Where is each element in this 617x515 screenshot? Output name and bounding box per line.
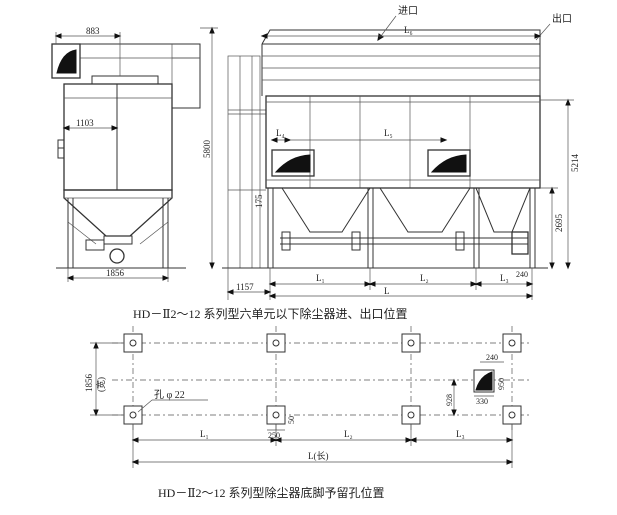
front-view: 进口 出口 L₆ L₄ L₅ 175 5214 2695 — [222, 5, 580, 300]
label-L6: L₆ — [404, 25, 413, 35]
hole-icon — [272, 339, 280, 347]
ladder — [227, 55, 261, 269]
front-inlet-2-opening-icon — [430, 154, 467, 173]
foot-plate-7 — [401, 405, 421, 425]
label-L1-bottom: L₁ — [200, 429, 209, 439]
dim-2695: 2695 — [554, 214, 564, 233]
label-L4: L₄ — [276, 128, 285, 138]
dim-1103: 1103 — [76, 118, 94, 128]
label-L-long: L(长) — [308, 450, 329, 461]
detail-opening-icon — [475, 371, 493, 391]
foundation-plan: 1856 (宽) 孔 φ 22 250 50 928 240 950 330 L… — [84, 326, 530, 468]
label-L2-top: L₂ — [420, 273, 429, 283]
foot-plate-2 — [266, 333, 286, 353]
dim-950: 950 — [497, 378, 506, 390]
label-L3-top: L₃ — [500, 273, 509, 283]
hopper-1 — [281, 187, 371, 233]
caption-bottom: HD－Ⅱ2～12 系列型除尘器底脚予留孔位置 — [158, 485, 385, 500]
side-body — [63, 83, 173, 191]
front-inlet-1-opening-icon — [274, 154, 311, 173]
hole-icon — [129, 411, 137, 419]
side-view: 883 1103 1856 5800 — [51, 26, 218, 282]
dim-175: 175 — [254, 194, 264, 208]
hole-icon — [407, 339, 415, 347]
dim-1157: 1157 — [236, 282, 254, 292]
dim-5800: 5800 — [202, 140, 212, 159]
top-cover — [261, 29, 541, 45]
dim-1856-top: 1856 — [106, 268, 125, 278]
conveyor-motor-icon — [511, 231, 529, 255]
label-L3-bottom: L₃ — [456, 429, 465, 439]
front-inlet-1 — [271, 149, 315, 177]
dim-240-detail: 240 — [486, 353, 498, 362]
hole-icon — [508, 411, 516, 419]
label-inlet: 进口 — [398, 5, 418, 17]
label-outlet: 出口 — [552, 12, 572, 25]
dim-240-top: 240 — [516, 270, 528, 279]
foot-plate-3 — [401, 333, 421, 353]
foot-plate-6 — [266, 405, 286, 425]
label-width-word: (宽) — [95, 377, 106, 392]
dim-928: 928 — [445, 394, 454, 406]
side-upper-duct — [80, 43, 201, 109]
side-discharge-wheel-icon — [109, 248, 125, 264]
dim-883: 883 — [86, 26, 100, 36]
dim-1856-width: 1856 — [84, 374, 94, 393]
label-L5: L₅ — [384, 128, 393, 138]
side-hopper — [63, 189, 173, 237]
foot-plate-5 — [123, 405, 143, 425]
caption-top: HD－Ⅱ2～12 系列型六单元以下除尘器进、出口位置 — [133, 306, 408, 321]
side-top-cap — [91, 75, 159, 84]
front-inlet-2 — [427, 149, 471, 177]
side-inlet-opening-icon — [56, 49, 77, 74]
label-L-top: L — [384, 286, 390, 296]
hole-icon — [129, 339, 137, 347]
foot-plate-8 — [502, 405, 522, 425]
dim-50: 50 — [287, 416, 296, 424]
foot-plate-1 — [123, 333, 143, 353]
label-hole-diameter: 孔 φ 22 — [154, 389, 185, 401]
hopper-2 — [379, 187, 471, 233]
dim-5214: 5214 — [570, 154, 580, 173]
front-body — [265, 95, 541, 189]
label-L2-bottom: L₂ — [344, 429, 353, 439]
dim-250: 250 — [268, 431, 280, 440]
dim-330: 330 — [476, 397, 488, 406]
hopper-3 — [475, 187, 531, 233]
hole-icon — [508, 339, 516, 347]
hole-icon — [407, 411, 415, 419]
foot-plate-4 — [502, 333, 522, 353]
hole-icon — [272, 411, 280, 419]
label-L1-top: L₁ — [316, 273, 325, 283]
